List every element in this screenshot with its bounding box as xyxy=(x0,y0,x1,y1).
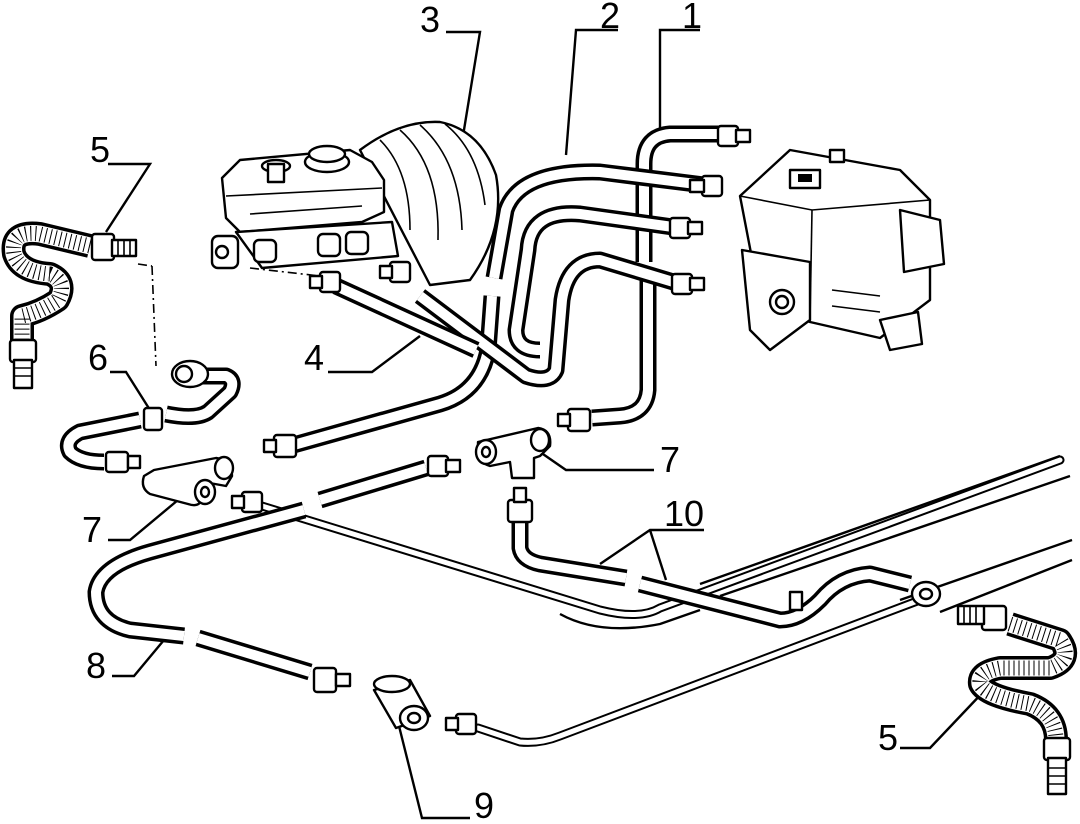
callout-label-6: 6 xyxy=(88,337,108,378)
callout-leader-9 xyxy=(396,721,470,820)
callout-label-8: 8 xyxy=(86,645,106,686)
callout-5-right: 5 xyxy=(878,689,986,758)
pipe-3 xyxy=(507,205,682,359)
brake-booster xyxy=(358,120,500,287)
callout-label-7-left: 7 xyxy=(82,509,102,550)
rigid-line-rear xyxy=(444,595,925,747)
callout-4: 4 xyxy=(304,335,421,378)
fluid-reservoir xyxy=(220,148,386,234)
callout-label-9: 9 xyxy=(474,785,494,824)
pipe-4 xyxy=(332,251,683,388)
rigid-line-long xyxy=(230,455,1065,619)
callout-label-7-right: 7 xyxy=(660,439,680,480)
callout-leader-10-b xyxy=(648,529,668,581)
pipe-crossover xyxy=(317,454,462,509)
callout-1: 1 xyxy=(658,0,702,135)
callout-leader-1 xyxy=(658,28,700,135)
callout-6: 6 xyxy=(88,337,152,411)
callout-leader-7-left xyxy=(108,499,179,542)
callout-leader-5-left xyxy=(104,162,153,233)
master-cylinder xyxy=(210,144,400,270)
callout-label-3: 3 xyxy=(420,0,440,40)
tee-connector-left xyxy=(141,455,235,507)
callout-7-right: 7 xyxy=(539,439,680,480)
callout-label-10: 10 xyxy=(664,493,704,534)
callout-label-5-left: 5 xyxy=(90,129,110,170)
abs-hydraulic-unit xyxy=(738,148,946,352)
callout-leader-4 xyxy=(328,335,421,374)
fittings-top xyxy=(262,124,752,459)
flex-hose-right xyxy=(956,604,1078,796)
callout-leader-5-right xyxy=(900,689,986,750)
callout-leader-8 xyxy=(112,639,165,678)
pipe-8 xyxy=(87,501,352,694)
callout-leader-6 xyxy=(110,370,152,411)
pipe-6 xyxy=(59,359,241,474)
pipe-10 xyxy=(506,486,942,629)
callout-8: 8 xyxy=(86,639,165,686)
callout-7-left: 7 xyxy=(82,499,179,550)
pipe-1 xyxy=(591,125,726,427)
callout-leader-7-right xyxy=(539,451,654,472)
callout-10: 10 xyxy=(599,493,704,581)
callout-label-4: 4 xyxy=(304,337,324,378)
callout-label-2: 2 xyxy=(600,0,620,36)
callout-label-1: 1 xyxy=(682,0,702,36)
flex-hose-left xyxy=(1,221,138,390)
callout-label-5-right: 5 xyxy=(878,717,898,758)
callout-9: 9 xyxy=(396,721,494,824)
callout-5-left: 5 xyxy=(90,129,153,233)
tee-connector-right xyxy=(474,426,552,480)
callout-leader-2 xyxy=(564,28,618,156)
connector-sleeve xyxy=(372,674,432,732)
callout-2: 2 xyxy=(564,0,620,156)
